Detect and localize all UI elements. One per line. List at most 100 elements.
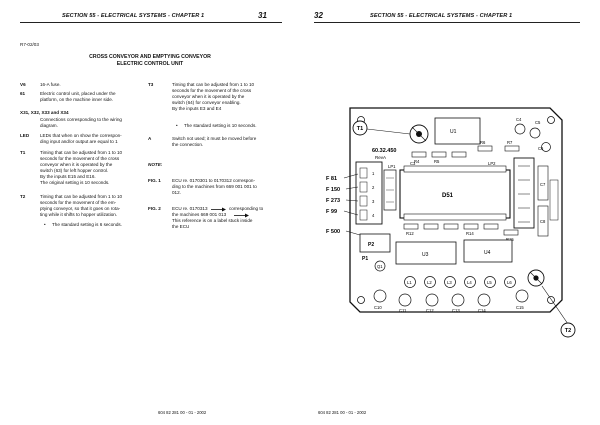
svg-text:2: 2	[372, 185, 375, 190]
callout-leader	[343, 173, 359, 179]
capacitor-c7	[537, 165, 549, 201]
component-label: C6	[538, 146, 544, 151]
bullet-icon: •	[44, 222, 46, 227]
mounting-hole-icon	[547, 116, 555, 124]
ic-u3-outline	[395, 241, 457, 265]
mounting-hole-icon	[357, 296, 365, 304]
page-footer: 604 82 281 00 - 01 - 2002	[318, 410, 367, 415]
callout-t2-circle	[560, 322, 576, 338]
fuse-label: F 500	[326, 229, 340, 235]
led-row	[404, 276, 516, 288]
resistor-row-top	[411, 145, 520, 158]
right-page: 32 SECTION 55 - ELECTRICAL SYSTEMS - CHA…	[300, 0, 600, 425]
resistor-label: R15	[506, 237, 514, 242]
board-ref: 60.32.450	[372, 148, 396, 154]
item-text: Electric control unit, placed under the	[40, 91, 116, 96]
item-text: switch (64) for conveyor enabling.	[172, 100, 241, 105]
component-label: C7	[540, 182, 546, 187]
item-text: the connection.	[172, 142, 204, 147]
ic-d51-label: D51	[442, 193, 454, 199]
connector-p1-label: P1	[362, 256, 368, 262]
section-title: CROSS CONVEYOR AND EMPTYING CONVEYOR	[89, 54, 211, 60]
callout-leader	[366, 128, 411, 135]
capacitor-label: C15	[516, 305, 524, 310]
svg-text:4: 4	[372, 213, 375, 218]
item-label-fig2: FIG. 2	[148, 206, 161, 211]
connector-p2-label: P2	[368, 242, 374, 248]
page-number: 32	[314, 11, 323, 20]
section-subtitle: ELECTRIC CONTROL UNIT	[116, 61, 184, 67]
item-text: seconds for the movement of the em-	[40, 200, 117, 205]
left-page: SECTION 55 - ELECTRICAL SYSTEMS - CHAPTE…	[20, 11, 282, 415]
ic-u1-outline	[434, 117, 481, 145]
item-label-led: LED	[20, 133, 30, 138]
callout-leader	[345, 199, 359, 202]
item-label-v6: V6	[20, 82, 26, 87]
capacitor-label: C13	[452, 308, 460, 313]
capacitor-icon	[514, 123, 526, 135]
item-text: diagram.	[40, 123, 58, 128]
callout-leader	[541, 285, 569, 325]
fuse-label: F 150	[326, 187, 340, 193]
item-text: conveyor when it is operated by the	[40, 162, 113, 167]
mounting-hole-icon	[547, 296, 555, 304]
led-label: L1	[407, 280, 412, 285]
item-text: This reference is on a label stuck insid…	[172, 218, 253, 223]
capacitor-icon	[529, 127, 541, 139]
fuse-label: F 273	[326, 198, 340, 204]
capacitor-label: C10	[374, 305, 382, 310]
item-text: seconds for the movement of the cross	[172, 88, 252, 93]
ic-u4-label: U4	[484, 250, 491, 256]
led-label: L3	[447, 280, 452, 285]
item-text: conveyor when it is operated by the	[172, 94, 245, 99]
item-text: Switch not used; it must be moved before	[172, 136, 257, 141]
resistor-row-mid	[403, 223, 519, 236]
connector-strip	[549, 179, 559, 221]
callout-t2-label: T2	[565, 328, 571, 334]
resistor-label: R4	[414, 159, 420, 164]
led-label: L4	[467, 280, 472, 285]
item-label-t1: T1	[20, 150, 26, 155]
arrow-right-icon	[211, 207, 226, 212]
component-label: C4	[516, 117, 522, 122]
ic-u3-label: U3	[422, 252, 429, 258]
resistor-label: R6	[480, 140, 486, 145]
note-label: NOTE:	[148, 162, 163, 167]
resistor-label: R7	[507, 140, 513, 145]
item-label-61: 61	[20, 91, 26, 96]
resistor-label: R14	[466, 231, 474, 236]
capacitor-label: C12	[426, 308, 434, 313]
item-text: The original setting is 10 seconds.	[40, 180, 110, 185]
item-text: the machines 669 001 013	[172, 212, 227, 217]
ic-u4-outline	[463, 239, 513, 263]
page-header: SECTION 55 - ELECTRICAL SYSTEMS - CHAPTE…	[370, 13, 513, 19]
item-text: switch (63) for left hopper control.	[40, 168, 109, 173]
item-text: ding input and/or output are equal to 1	[40, 139, 118, 144]
item-text: corresponding to	[229, 206, 264, 211]
item-text: 16-A fuse.	[40, 82, 61, 87]
item-label-t3: T3	[148, 82, 154, 87]
callout-t1-label: T1	[357, 126, 363, 132]
item-text: platform, on the machine inner side.	[40, 97, 114, 102]
resistor-label: R12	[406, 231, 414, 236]
led-label: L2	[427, 280, 432, 285]
capacitor-label: C11	[399, 308, 407, 313]
svg-text:1: 1	[372, 171, 375, 176]
fuse-block-contacts: 1 2 3 4	[359, 167, 375, 221]
transistor-q1-icon	[374, 260, 386, 272]
led-label: L5	[487, 280, 492, 285]
page-footer: 604 82 281 00 - 01 - 2002	[158, 410, 207, 415]
led-label: L6	[507, 280, 512, 285]
relay-header-strip	[403, 165, 507, 173]
callout-leader	[345, 186, 359, 190]
page-header: SECTION 55 - ELECTRICAL SYSTEMS - CHAPTE…	[62, 13, 205, 19]
item-text: seconds for the movement of the cross	[40, 156, 120, 161]
svg-text:3: 3	[372, 199, 375, 204]
connector-p2	[359, 233, 391, 253]
callout-leader	[345, 230, 361, 236]
item-text: LEDs that when on show the correspon-	[40, 133, 122, 138]
ic-u1-label: U1	[450, 129, 457, 135]
item-text: Connections corresponding to the wiring	[40, 117, 122, 122]
item-label-connectors: X31, X32, X33 and X34	[20, 110, 69, 115]
component-label: C5	[535, 120, 541, 125]
